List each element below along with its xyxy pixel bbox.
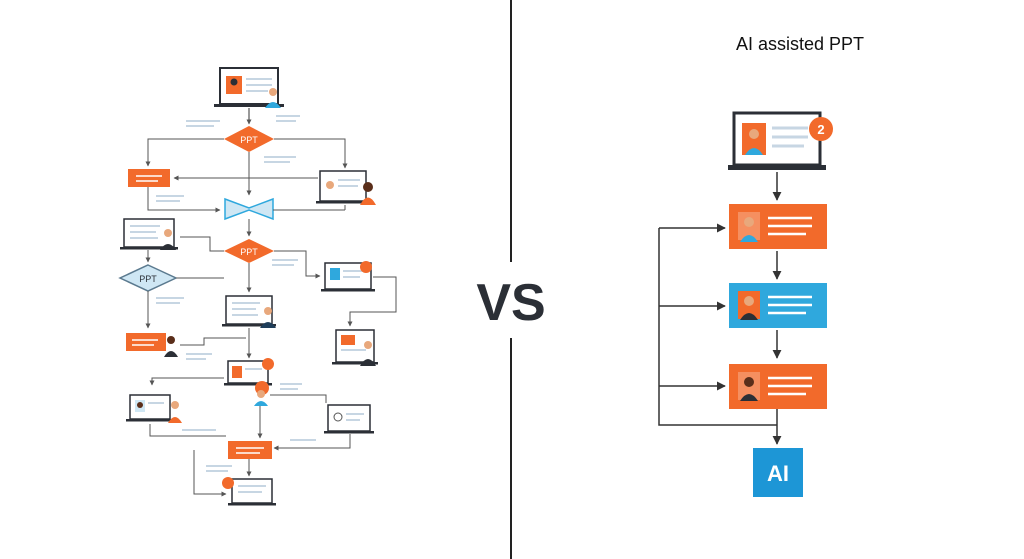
ai-box: AI [753, 448, 803, 497]
ai-box-label: AI [767, 461, 789, 486]
laptop-woman-left [126, 394, 182, 423]
ppt-diamond-1: PPT [224, 126, 274, 152]
vs-label: VS [476, 274, 545, 332]
ppt-diamond-3: PPT [118, 264, 178, 292]
orange-card-3 [228, 441, 272, 459]
laptop-chat-center [224, 358, 274, 386]
arrow [145, 138, 224, 167]
arrow [274, 138, 348, 169]
feedback-loop-line [658, 228, 777, 426]
orange-card-1 [128, 169, 170, 187]
laptop-notification-right [321, 261, 375, 292]
notification-badge-icon [809, 117, 833, 141]
blue-bowtie-shape [224, 197, 274, 221]
laptop-woman-right [316, 170, 376, 205]
laptop-man-center [222, 295, 276, 328]
ai-card-orange-1 [729, 204, 827, 249]
presenter-board-right [332, 329, 378, 366]
laptop-top-ai [728, 111, 826, 170]
laptop-presenter-top [214, 67, 284, 108]
ai-card-blue [729, 283, 827, 328]
laptop-clock-right [324, 404, 374, 434]
notification-badge-count: 2 [817, 122, 824, 137]
person-blue-center [254, 381, 269, 406]
ai-flowchart: 2 [658, 111, 833, 497]
laptop-bottom [222, 477, 276, 506]
ai-card-orange-2 [729, 364, 827, 409]
ppt-diamond-2-label: PPT [240, 247, 258, 257]
laptop-man-left [120, 218, 178, 250]
traditional-flowchart: PPT [118, 67, 397, 506]
ppt-diamond-3-label: PPT [139, 274, 157, 284]
right-title: AI assisted PPT [736, 34, 864, 54]
orange-card-2 [126, 333, 178, 357]
ppt-diamond-2: PPT [224, 239, 274, 263]
ppt-diamond-1-label: PPT [240, 135, 258, 145]
